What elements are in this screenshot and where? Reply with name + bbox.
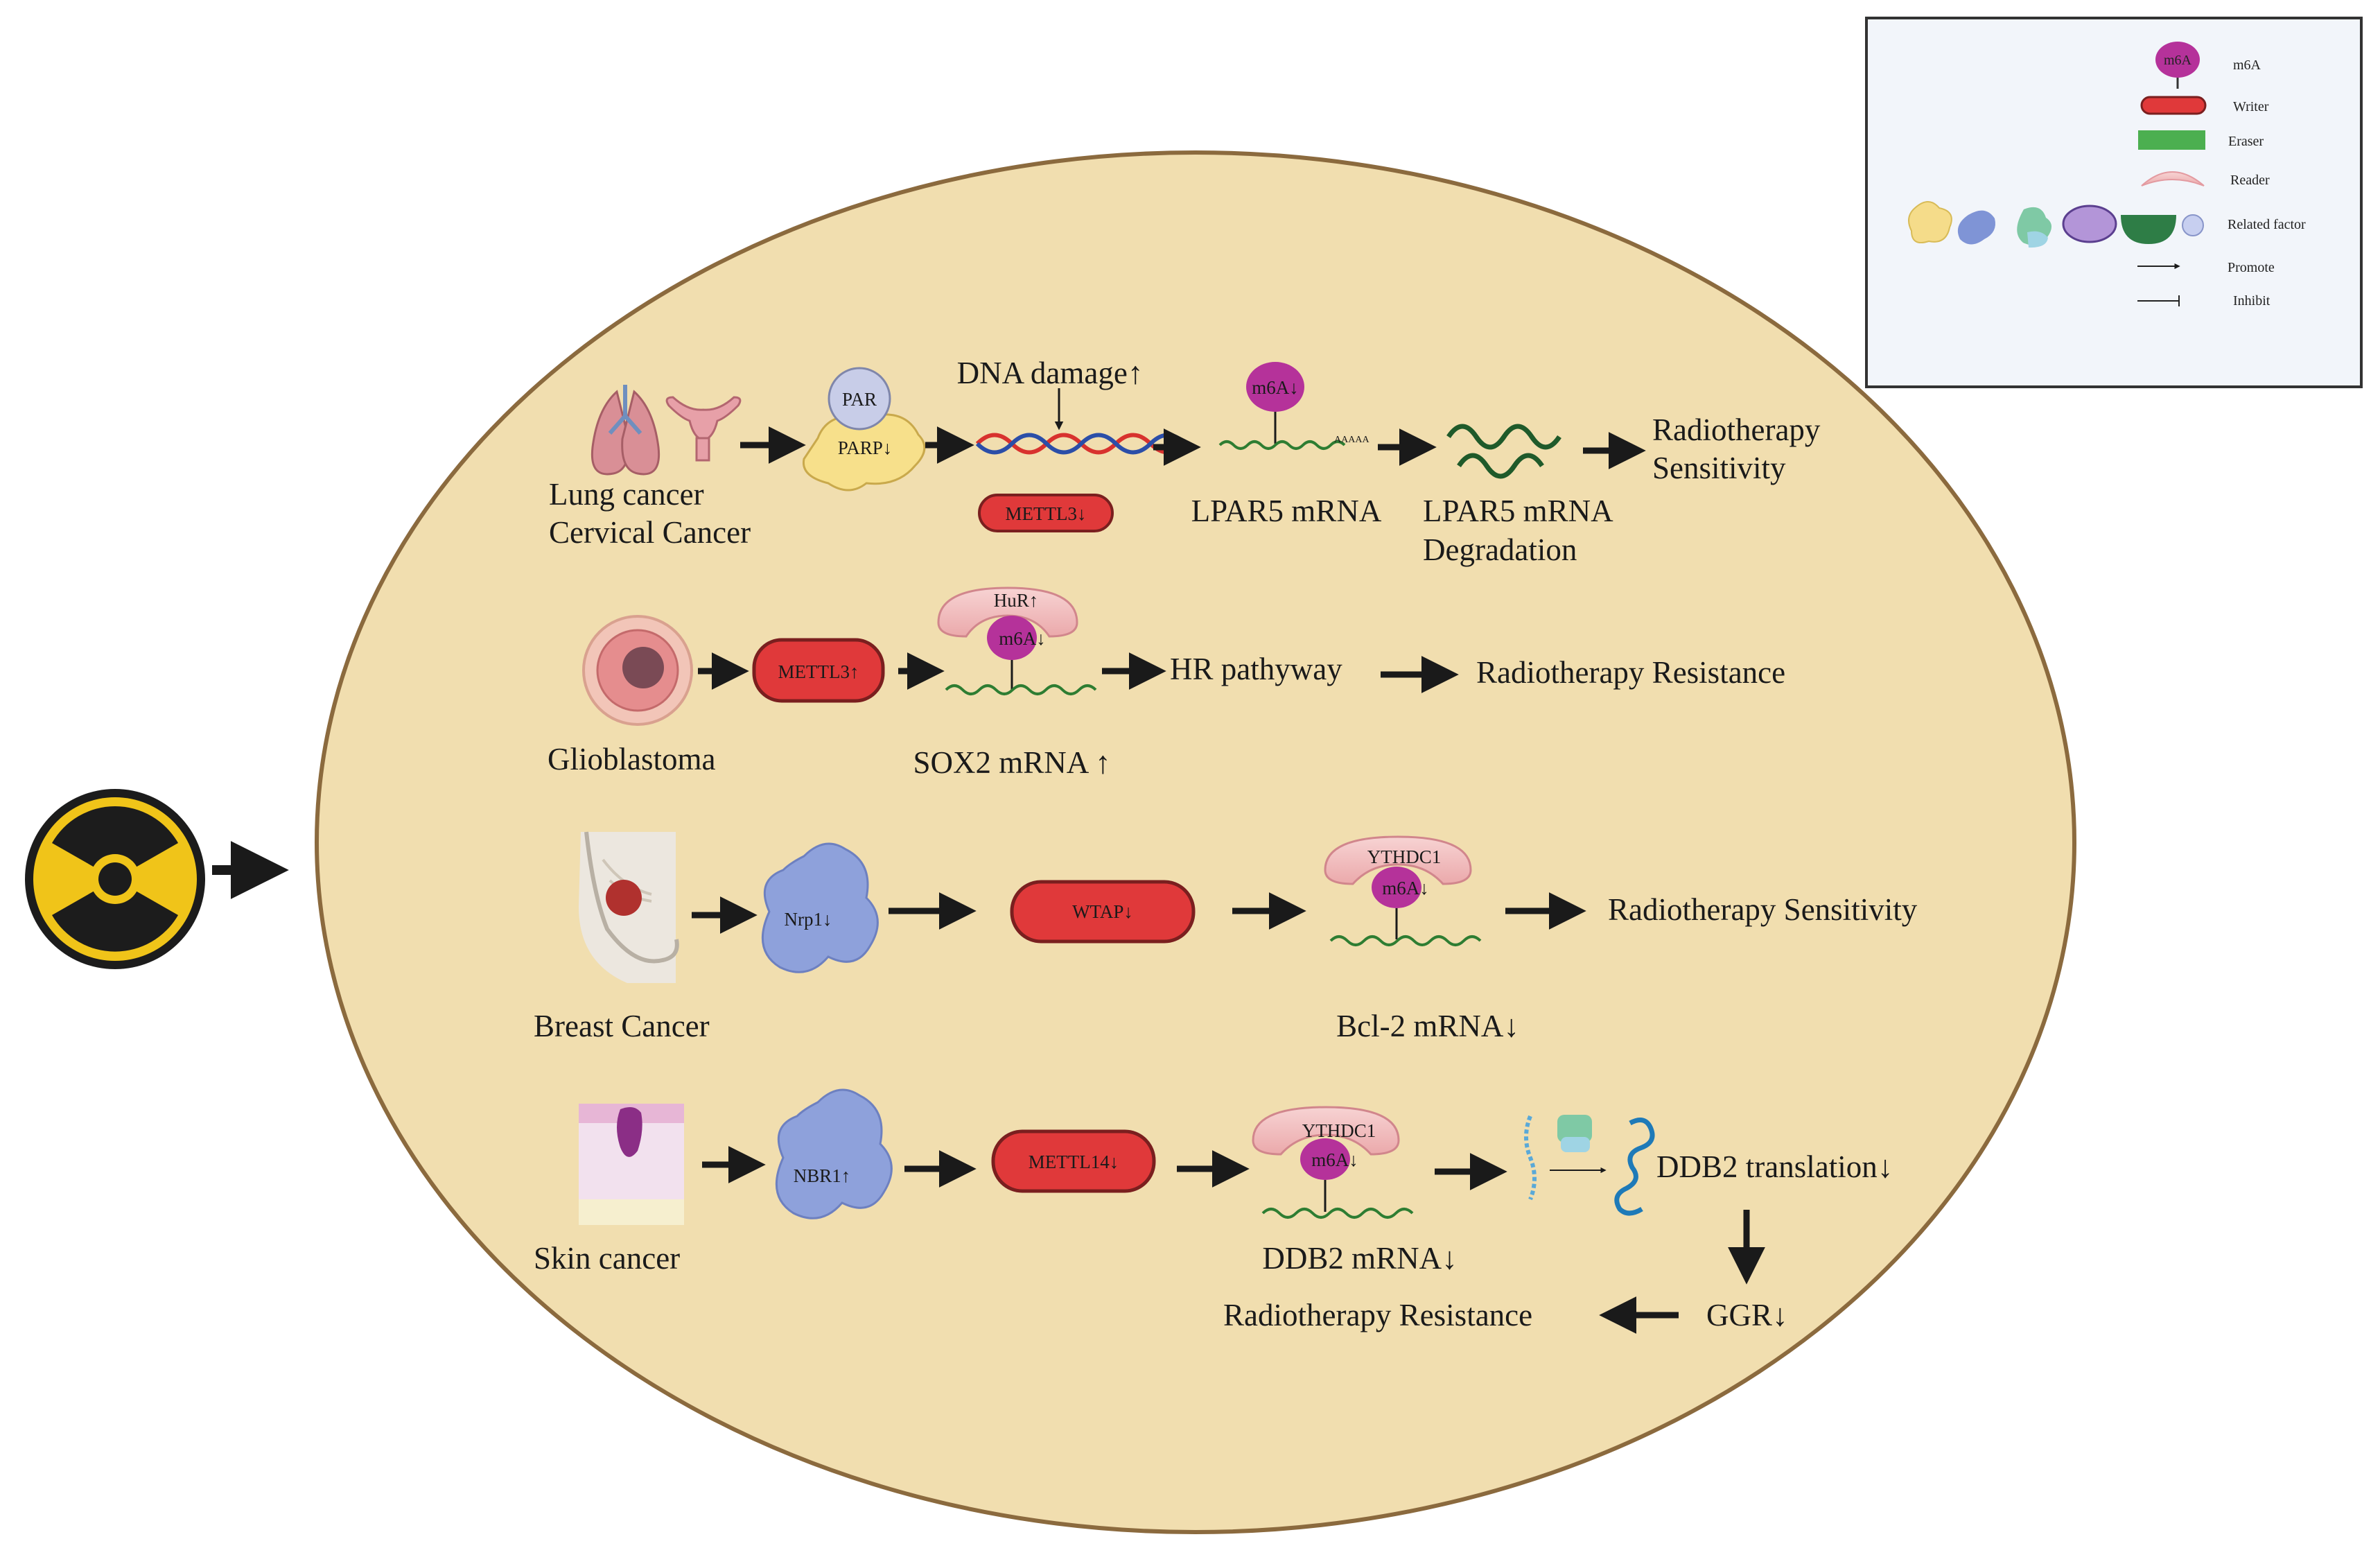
cell-ellipse [315,150,2076,1534]
row2-outcome-label: Radiotherapy Resistance [1476,655,1785,690]
legend-writer-symbol [2140,96,2207,115]
svg-text:WTAP↓: WTAP↓ [1072,901,1133,922]
legend-label-eraser: Eraser [2228,134,2264,149]
row2-reader: HuR↑ [937,586,1078,638]
legend-label-related: Related factor [2228,217,2306,232]
glioblastoma-icon [582,615,693,726]
legend-related-symbols [1908,201,2204,248]
legend-label-promote: Promote [2228,260,2275,275]
row2-cancer-label: Glioblastoma [548,742,715,776]
svg-text:YTHDC1: YTHDC1 [1367,846,1442,867]
svg-text:HuR↑: HuR↑ [994,590,1039,611]
row4-mrna-strand [1261,1208,1414,1219]
row3-m6a-marker: m6A↓ [1372,867,1429,939]
row1-m6a-marker: m6A↓ [1246,362,1304,444]
svg-text:m6A↓: m6A↓ [1252,377,1299,398]
par-circle [828,367,891,431]
ribosome-translation-icon [1524,1115,1655,1216]
row3-mrna-label: Bcl-2 mRNA↓ [1336,1009,1519,1043]
legend-label-inhibit: Inhibit [2233,293,2270,309]
row3-writer-pill: WTAP↓ [1010,880,1196,944]
legend-m6a-symbol: m6A [2155,42,2200,89]
row1-outcome-line2: Sensitivity [1652,451,1786,485]
row3-cancer-label: Breast Cancer [534,1009,710,1043]
row1-outcome-line1: Radiotherapy [1652,412,1821,447]
row4-mrna-label: DDB2 mRNA↓ [1262,1241,1457,1276]
row4-writer-pill: METTL14↓ [991,1129,1156,1193]
row4-outcome-label: Radiotherapy Resistance [1223,1298,1532,1332]
svg-text:YTHDC1: YTHDC1 [1302,1120,1376,1141]
par-label: PAR [842,389,877,410]
radiation-icon [25,789,205,969]
dna-helix-icon [975,433,1187,455]
row3-reader: YTHDC1 [1324,835,1472,885]
row4-translation-label: DDB2 translation↓ [1656,1149,1893,1184]
row1-degradation-line2: Degradation [1423,532,1577,567]
row2-pathway-label: HR pathyway [1170,652,1342,686]
row4-reader: YTHDC1 [1252,1106,1400,1156]
row1-poly-a: AAAAA [1334,435,1370,445]
uterus-icon [665,396,742,462]
svg-text:METTL3↑: METTL3↑ [778,661,859,682]
row1-cancer-lung: Lung cancer [549,477,704,512]
degraded-mrna-icon [1446,424,1561,479]
svg-text:METTL14↓: METTL14↓ [1029,1152,1119,1172]
dna-damage-label: DNA damage↑ [957,356,1144,390]
svg-text:m6A↓: m6A↓ [999,628,1046,649]
row2-mrna-strand [945,684,1097,695]
row4-factor-protein: NBR1↑ [775,1088,893,1219]
row3-outcome-label: Radiotherapy Sensitivity [1608,892,1918,927]
legend-box: m6A m6A Writer Eraser Reader Related fac… [1865,17,2363,388]
row1-mrna-label: LPAR5 mRNA [1191,494,1382,528]
svg-text:m6A: m6A [2164,53,2192,68]
row2-m6a-marker: m6A↓ [987,616,1046,690]
svg-text:NBR1↑: NBR1↑ [794,1165,851,1186]
row2-writer-pill: METTL3↑ [752,638,885,703]
row4-cancer-label: Skin cancer [534,1241,680,1276]
row3-mrna-strand [1329,935,1482,946]
legend-label-m6a: m6A [2233,58,2261,73]
svg-text:m6A↓: m6A↓ [1311,1149,1358,1170]
row1-mrna-strand [1218,440,1346,450]
legend-reader-symbol [2141,171,2205,186]
row2-mrna-label: SOX2 mRNA ↑ [913,745,1110,780]
row1-cancer-cervical: Cervical Cancer [549,515,751,550]
legend-label-writer: Writer [2233,99,2269,114]
row3-factor-protein: Nrp1↓ [761,842,879,973]
row4-m6a-marker: m6A↓ [1300,1138,1358,1212]
parp-label: PARP↓ [838,437,893,458]
breast-icon [579,831,679,983]
row4-ggr-label: GGR↓ [1706,1298,1788,1332]
row1-writer-pill: METTL3↓ [978,494,1114,532]
legend-eraser-symbol [2138,130,2205,150]
skin-icon [579,1104,684,1225]
lungs-icon [590,385,660,476]
row1-degradation-line1: LPAR5 mRNA [1423,494,1613,528]
svg-text:Nrp1↓: Nrp1↓ [785,909,832,930]
legend-label-reader: Reader [2230,173,2270,188]
svg-text:m6A↓: m6A↓ [1382,878,1429,898]
svg-text:METTL3↓: METTL3↓ [1006,503,1087,524]
